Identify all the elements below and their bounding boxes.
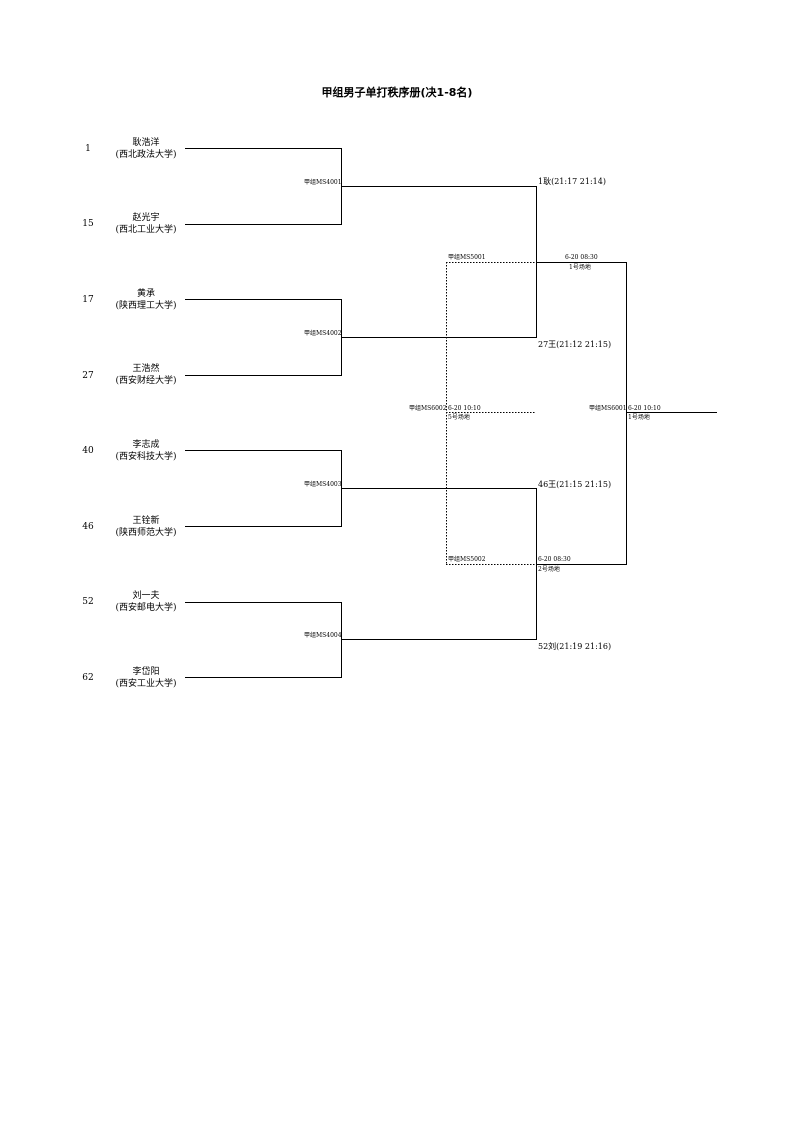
match-court: 1号场地 xyxy=(628,414,650,421)
match-code: 甲组MS4001 xyxy=(304,179,342,186)
match-time: 6-20 10:10 xyxy=(448,405,481,412)
player-school: (西安工业大学) xyxy=(115,679,177,689)
player-entry: 耿浩洋 (西北政法大学) xyxy=(86,137,206,161)
player-school: (西安财经大学) xyxy=(115,376,177,386)
player-entry: 赵光宇 (西北工业大学) xyxy=(86,212,206,236)
player-name: 王铨新 xyxy=(132,516,160,526)
player-entry: 王铨新 (陕西师范大学) xyxy=(86,515,206,539)
player-entry: 刘一夫 (西安邮电大学) xyxy=(86,590,206,614)
match-code: 甲组MS4002 xyxy=(304,330,342,337)
match-code: 甲组MS4004 xyxy=(304,632,342,639)
player-school: (西安科技大学) xyxy=(115,452,177,462)
match-result: 46王(21:15 21:15) xyxy=(538,480,612,489)
player-name: 王浩然 xyxy=(132,364,160,374)
match-code: 甲组MS5001 xyxy=(448,254,486,261)
seed-number: 62 xyxy=(82,673,94,683)
seed-number: 1 xyxy=(85,144,91,154)
page-title: 甲组男子单打秩序册(决1-8名) xyxy=(321,86,473,99)
player-school: (西北政法大学) xyxy=(115,150,177,160)
player-school: (西北工业大学) xyxy=(115,225,177,235)
seed-number: 17 xyxy=(82,295,94,305)
match-result: 1耿(21:17 21:14) xyxy=(538,177,606,186)
match-court: 5号场地 xyxy=(448,414,470,421)
match-time: 6-20 08:30 xyxy=(538,556,571,563)
match-court: 1号场地 xyxy=(569,264,591,271)
match-code: 甲组MS5002 xyxy=(448,556,486,563)
player-name: 李志成 xyxy=(132,440,160,450)
seed-number: 27 xyxy=(82,371,94,381)
player-entry: 李岱阳 (西安工业大学) xyxy=(86,666,206,690)
player-name: 黄承 xyxy=(136,289,155,299)
player-entry: 黄承 (陕西理工大学) xyxy=(86,288,206,312)
match-time: 6-20 10:10 xyxy=(628,405,661,412)
match-result: 27王(21:12 21:15) xyxy=(538,340,612,349)
seed-number: 52 xyxy=(82,597,94,607)
match-result: 52刘(21:19 21:16) xyxy=(538,642,612,651)
match-time: 6-20 08:30 xyxy=(565,254,598,261)
match-court: 2号场地 xyxy=(538,566,560,573)
player-name: 耿浩洋 xyxy=(132,138,160,148)
player-entry: 李志成 (西安科技大学) xyxy=(86,439,206,463)
seed-number: 46 xyxy=(82,522,94,532)
seed-number: 40 xyxy=(82,446,94,456)
player-school: (陕西理工大学) xyxy=(115,301,177,311)
player-school: (陕西师范大学) xyxy=(115,528,177,538)
player-entry: 王浩然 (西安财经大学) xyxy=(86,363,206,387)
player-name: 刘一夫 xyxy=(132,591,160,601)
player-school: (西安邮电大学) xyxy=(115,603,177,613)
match-code: 甲组MS4003 xyxy=(304,481,342,488)
player-name: 李岱阳 xyxy=(132,667,160,677)
match-code: 甲组MS6001 xyxy=(589,405,627,412)
player-name: 赵光宇 xyxy=(132,213,160,223)
seed-number: 15 xyxy=(82,219,94,229)
match-code: 甲组MS6002 xyxy=(409,405,447,412)
